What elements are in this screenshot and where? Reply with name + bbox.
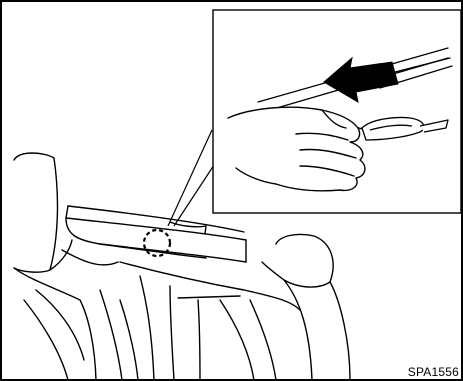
figure-code: SPA1556 [408,365,459,379]
callout-leader [168,130,214,226]
inset-panel [213,10,461,213]
